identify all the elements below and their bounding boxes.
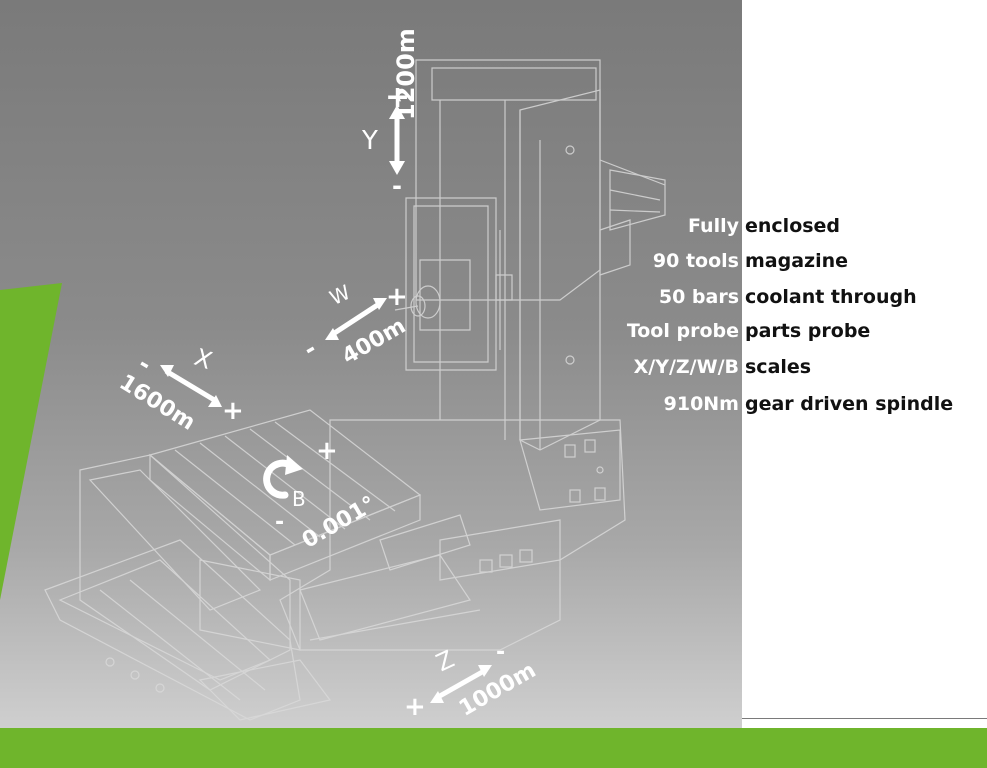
spec-value: gear driven spindle	[745, 393, 954, 415]
green-footer-bar	[0, 728, 987, 768]
spec-row-coolant: 50 bars coolant through	[0, 282, 987, 312]
machine-illustration-panel: Y + - 1200m W + - 400m X - + 1600m B + -…	[0, 0, 742, 728]
rotary-table-outline	[148, 409, 422, 651]
spec-row-enclosure: Fully enclosed	[0, 211, 987, 241]
divider-line	[742, 718, 987, 719]
spec-key: Fully	[688, 215, 739, 237]
b-axis-minus: -	[275, 510, 285, 535]
x-axis-plus: +	[222, 396, 244, 426]
w-axis-double-arrow-icon	[325, 298, 387, 340]
spec-key: 910Nm	[663, 393, 739, 415]
z-axis-plus: +	[404, 692, 426, 722]
green-accent-wedge	[0, 283, 62, 600]
y-axis-minus: -	[392, 172, 402, 200]
saddle-outline	[44, 454, 481, 721]
spec-value: scales	[745, 356, 812, 378]
b-axis-letter: B	[292, 487, 306, 511]
w-axis-plus: +	[386, 282, 408, 312]
y-axis-travel: 1200m	[392, 28, 420, 120]
spec-row-scales: X/Y/Z/W/B scales	[0, 352, 987, 382]
bed-outline	[279, 419, 626, 651]
y-axis-double-arrow-icon	[389, 105, 405, 175]
y-axis-plus: +	[385, 80, 411, 115]
spec-key: 90 tools	[652, 250, 739, 272]
spec-row-magazine: 90 tools magazine	[0, 246, 987, 276]
spec-key: Tool probe	[626, 320, 739, 342]
rotation-arrow-icon	[263, 455, 303, 499]
spec-value: enclosed	[745, 215, 841, 237]
spec-row-probe: Tool probe parts probe	[0, 316, 987, 346]
z-axis-minus: -	[496, 640, 506, 665]
y-axis-letter: Y	[362, 126, 378, 156]
spec-key: 50 bars	[658, 286, 739, 308]
machine-line-drawing	[44, 59, 666, 721]
z-axis-double-arrow-icon	[430, 665, 492, 703]
spec-value: parts probe	[745, 320, 871, 342]
headstock-outline	[394, 197, 513, 371]
spec-value: magazine	[745, 250, 849, 272]
x-axis-double-arrow-icon	[160, 365, 222, 407]
b-axis-plus: +	[316, 436, 338, 466]
spec-value: coolant through	[745, 286, 917, 308]
spec-key: X/Y/Z/W/B	[633, 356, 739, 378]
spec-row-spindle: 910Nm gear driven spindle	[0, 389, 987, 419]
